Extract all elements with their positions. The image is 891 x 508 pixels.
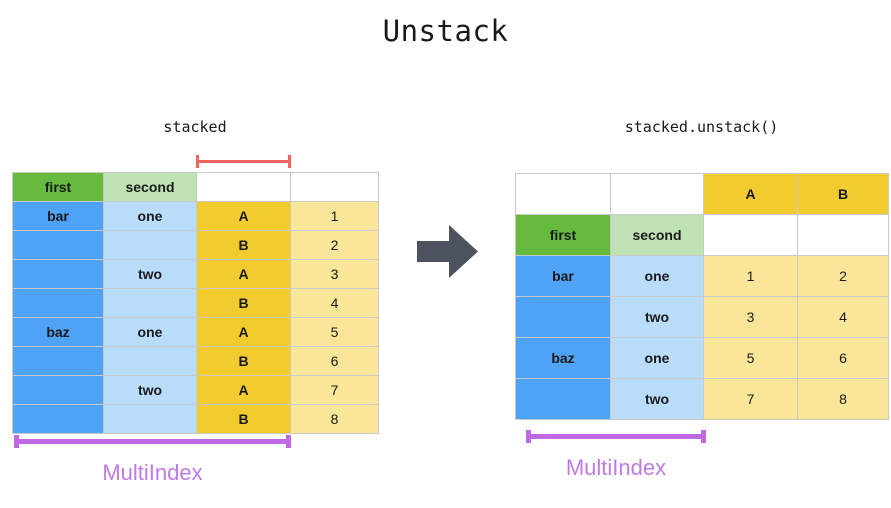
cell-r1-c2 (703, 214, 798, 256)
cell-r6-c2: B (196, 346, 291, 376)
cell-r4-c1: one (610, 337, 704, 379)
cell-r7-c2: A (196, 375, 291, 405)
cell-r3-c3: 3 (290, 259, 379, 289)
cell-r2-c2: B (196, 230, 291, 260)
cell-r7-c3: 7 (290, 375, 379, 405)
cell-r3-c2: 3 (703, 296, 798, 338)
cell-r4-c3: 6 (797, 337, 889, 379)
cell-r5-c2: 7 (703, 378, 798, 420)
right-panel-caption: stacked.unstack() (624, 118, 779, 136)
cell-r0-c0: first (12, 172, 104, 202)
cell-r7-c1: two (103, 375, 197, 405)
cell-r4-c0 (12, 288, 104, 318)
cell-r1-c3: 1 (290, 201, 379, 231)
arrow-right-icon (417, 225, 478, 278)
cell-r8-c1 (103, 404, 197, 434)
cell-r2-c1: one (610, 255, 704, 297)
cell-r4-c3: 4 (290, 288, 379, 318)
right-multiindex-bracket-bar (526, 434, 706, 439)
cell-r7-c0 (12, 375, 104, 405)
cell-r3-c0 (12, 259, 104, 289)
cell-r3-c3: 4 (797, 296, 889, 338)
cell-r2-c3: 2 (797, 255, 889, 297)
cell-r0-c3 (290, 172, 379, 202)
right-multiindex-label: MultiIndex (565, 455, 667, 480)
cell-r5-c0 (515, 378, 611, 420)
cell-r1-c1: one (103, 201, 197, 231)
cell-r3-c1: two (610, 296, 704, 338)
left-multiindex-bracket (14, 435, 291, 448)
column-span-bracket (196, 155, 291, 168)
cell-r2-c1 (103, 230, 197, 260)
cell-r2-c2: 1 (703, 255, 798, 297)
page-title: Unstack (382, 14, 509, 48)
cell-r3-c1: two (103, 259, 197, 289)
left-multiindex-label: MultiIndex (102, 460, 203, 485)
cell-r6-c0 (12, 346, 104, 376)
cell-r0-c2: A (703, 173, 798, 215)
cell-r2-c0: bar (515, 255, 611, 297)
column-span-bracket-bar (196, 160, 291, 163)
cell-r5-c0: baz (12, 317, 104, 347)
cell-r0-c2 (196, 172, 291, 202)
right-multiindex-bracket (526, 430, 706, 443)
cell-r8-c2: B (196, 404, 291, 434)
cell-r3-c0 (515, 296, 611, 338)
cell-r1-c0: bar (12, 201, 104, 231)
cell-r0-c1 (610, 173, 704, 215)
cell-r4-c1 (103, 288, 197, 318)
cell-r6-c1 (103, 346, 197, 376)
cell-r8-c0 (12, 404, 104, 434)
cell-r1-c3 (797, 214, 889, 256)
right-multiindex-bracket-cap-right (701, 430, 706, 443)
left-multiindex-bracket-cap-right (286, 435, 291, 448)
cell-r4-c0: baz (515, 337, 611, 379)
cell-r3-c2: A (196, 259, 291, 289)
cell-r1-c1: second (610, 214, 704, 256)
cell-r2-c3: 2 (290, 230, 379, 260)
cell-r0-c0 (515, 173, 611, 215)
cell-r6-c3: 6 (290, 346, 379, 376)
cell-r2-c0 (12, 230, 104, 260)
cell-r0-c1: second (103, 172, 197, 202)
left-panel-caption: stacked (163, 118, 227, 136)
left-multiindex-bracket-bar (14, 439, 291, 444)
cell-r4-c2: B (196, 288, 291, 318)
cell-r5-c3: 8 (797, 378, 889, 420)
cell-r5-c1: two (610, 378, 704, 420)
cell-r0-c3: B (797, 173, 889, 215)
cell-r1-c0: first (515, 214, 611, 256)
cell-r4-c2: 5 (703, 337, 798, 379)
cell-r1-c2: A (196, 201, 291, 231)
column-span-bracket-cap-right (288, 155, 291, 168)
cell-r5-c2: A (196, 317, 291, 347)
cell-r5-c1: one (103, 317, 197, 347)
cell-r8-c3: 8 (290, 404, 379, 434)
cell-r5-c3: 5 (290, 317, 379, 347)
